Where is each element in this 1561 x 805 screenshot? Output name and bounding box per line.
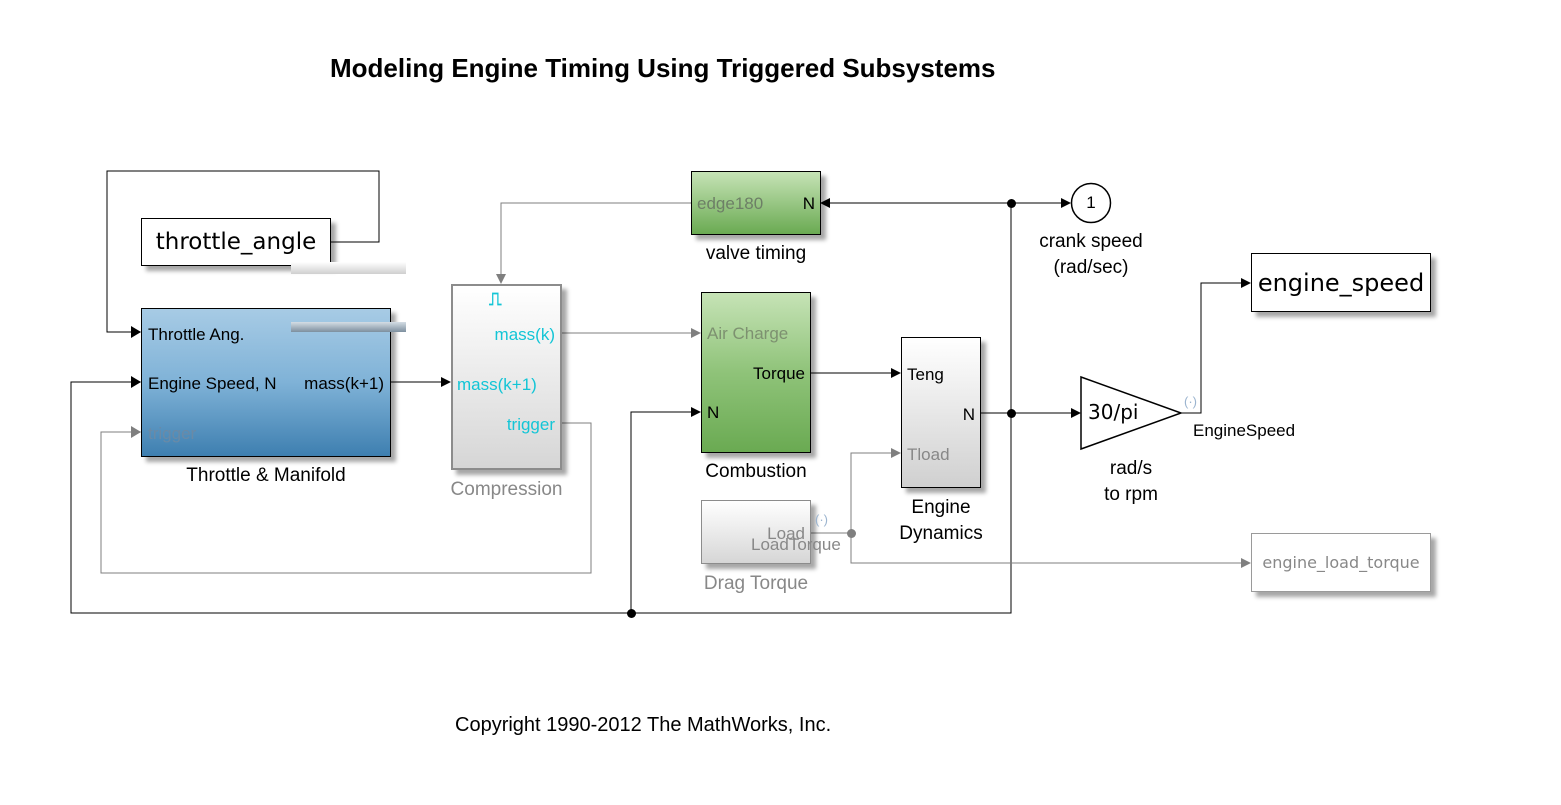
combustion-in-air: Air Charge [707,324,789,343]
engine-load-torque-goto-label: engine_load_torque [1262,553,1420,572]
selection-shadow-1 [291,262,406,274]
wire-speed-to-manifold[interactable] [70,377,1012,614]
wire-trigger-feedback[interactable] [100,422,592,574]
wire-load-torque-goto[interactable] [850,533,1251,568]
dynamics-in-teng: Teng [907,365,944,384]
combustion-in-n: N [707,403,720,422]
compression-out-mass: mass(k) [494,325,555,344]
branch-point-speed-bottom [627,609,636,618]
drag-torque-caption: Drag Torque [703,573,809,594]
manifold-input-arrows [131,326,141,438]
wire-throttle-angle[interactable] [106,170,380,337]
engine-dynamics-caption-1: Engine [911,497,971,518]
compression-in-mass: mass(k+1) [457,375,537,394]
manifold-caption: Throttle & Manifold [186,465,346,486]
crank-speed-caption-2: (rad/sec) [1053,257,1129,278]
copyright-text: Copyright 1990-2012 The MathWorks, Inc. [455,714,832,736]
load-torque-signal-label: LoadTorque [751,535,841,554]
crank-speed-caption-1: crank speed [1039,231,1143,252]
engine-speed-signal-label: EngineSpeed [1193,421,1296,440]
valve-timing-block[interactable]: edge180 N [691,171,821,235]
dynamics-in-tload: Tload [907,445,950,464]
wire-load-torque[interactable] [811,448,901,534]
load-torque-signal-icon: (·) [815,512,828,527]
gain-block[interactable] [1079,375,1185,451]
compression-caption: Compression [450,479,563,500]
branch-point-speed-mid [1007,409,1016,418]
crank-speed-port-number: 1 [1086,193,1096,212]
wire-speed-to-combustion[interactable] [630,407,701,613]
engine-load-torque-goto-block[interactable]: engine_load_torque [1251,533,1431,592]
gain-value: 30/pi [1088,400,1139,424]
gain-caption-1: rad/s [1109,458,1153,479]
valve-in-n: N [802,194,815,213]
diagram-title: Modeling Engine Timing Using Triggered S… [330,53,996,83]
throttle-angle-label: throttle_angle [155,229,317,255]
wire-engine-speed[interactable] [1181,278,1251,414]
compression-trigger-icon: ⎍ [489,289,502,309]
engine-dynamics-caption-2: Dynamics [899,523,983,544]
drag-torque-port-load: Load [767,524,805,543]
valve-timing-caption: valve timing [705,243,807,264]
branch-point-speed-top [1007,199,1016,208]
valve-out-edge180: edge180 [697,194,764,213]
dynamics-out-n: N [962,405,975,424]
combustion-caption: Combustion [705,461,807,482]
compression-out-trigger: trigger [506,415,555,434]
combustion-block[interactable]: Air Charge Torque N [701,292,811,453]
engine-speed-signal-icon: (·) [1184,394,1197,409]
throttle-manifold-block[interactable]: Throttle Ang. Engine Speed, N trigger ma… [141,308,391,457]
manifold-in-throttle: Throttle Ang. [148,325,245,344]
manifold-in-trigger: trigger [148,424,197,443]
compression-block[interactable]: ⎍ mass(k) mass(k+1) trigger [451,284,562,470]
selection-shadow-2 [291,322,406,332]
engine-speed-goto-block[interactable]: engine_speed [1251,253,1431,312]
combustion-out-torque: Torque [753,364,805,383]
wire-edge180[interactable] [496,202,691,284]
gain-caption-2: to rpm [1104,484,1158,505]
engine-dynamics-block[interactable]: Teng N Tload [901,337,981,488]
manifold-out-mass: mass(k+1) [304,374,384,393]
engine-speed-goto-label: engine_speed [1257,268,1425,297]
throttle-angle-block[interactable]: throttle_angle [141,218,331,266]
branch-point-load-torque [847,529,856,538]
manifold-in-speed: Engine Speed, N [148,374,277,393]
crank-speed-outport[interactable] [1069,182,1113,226]
drag-torque-block[interactable]: Load [701,500,811,564]
